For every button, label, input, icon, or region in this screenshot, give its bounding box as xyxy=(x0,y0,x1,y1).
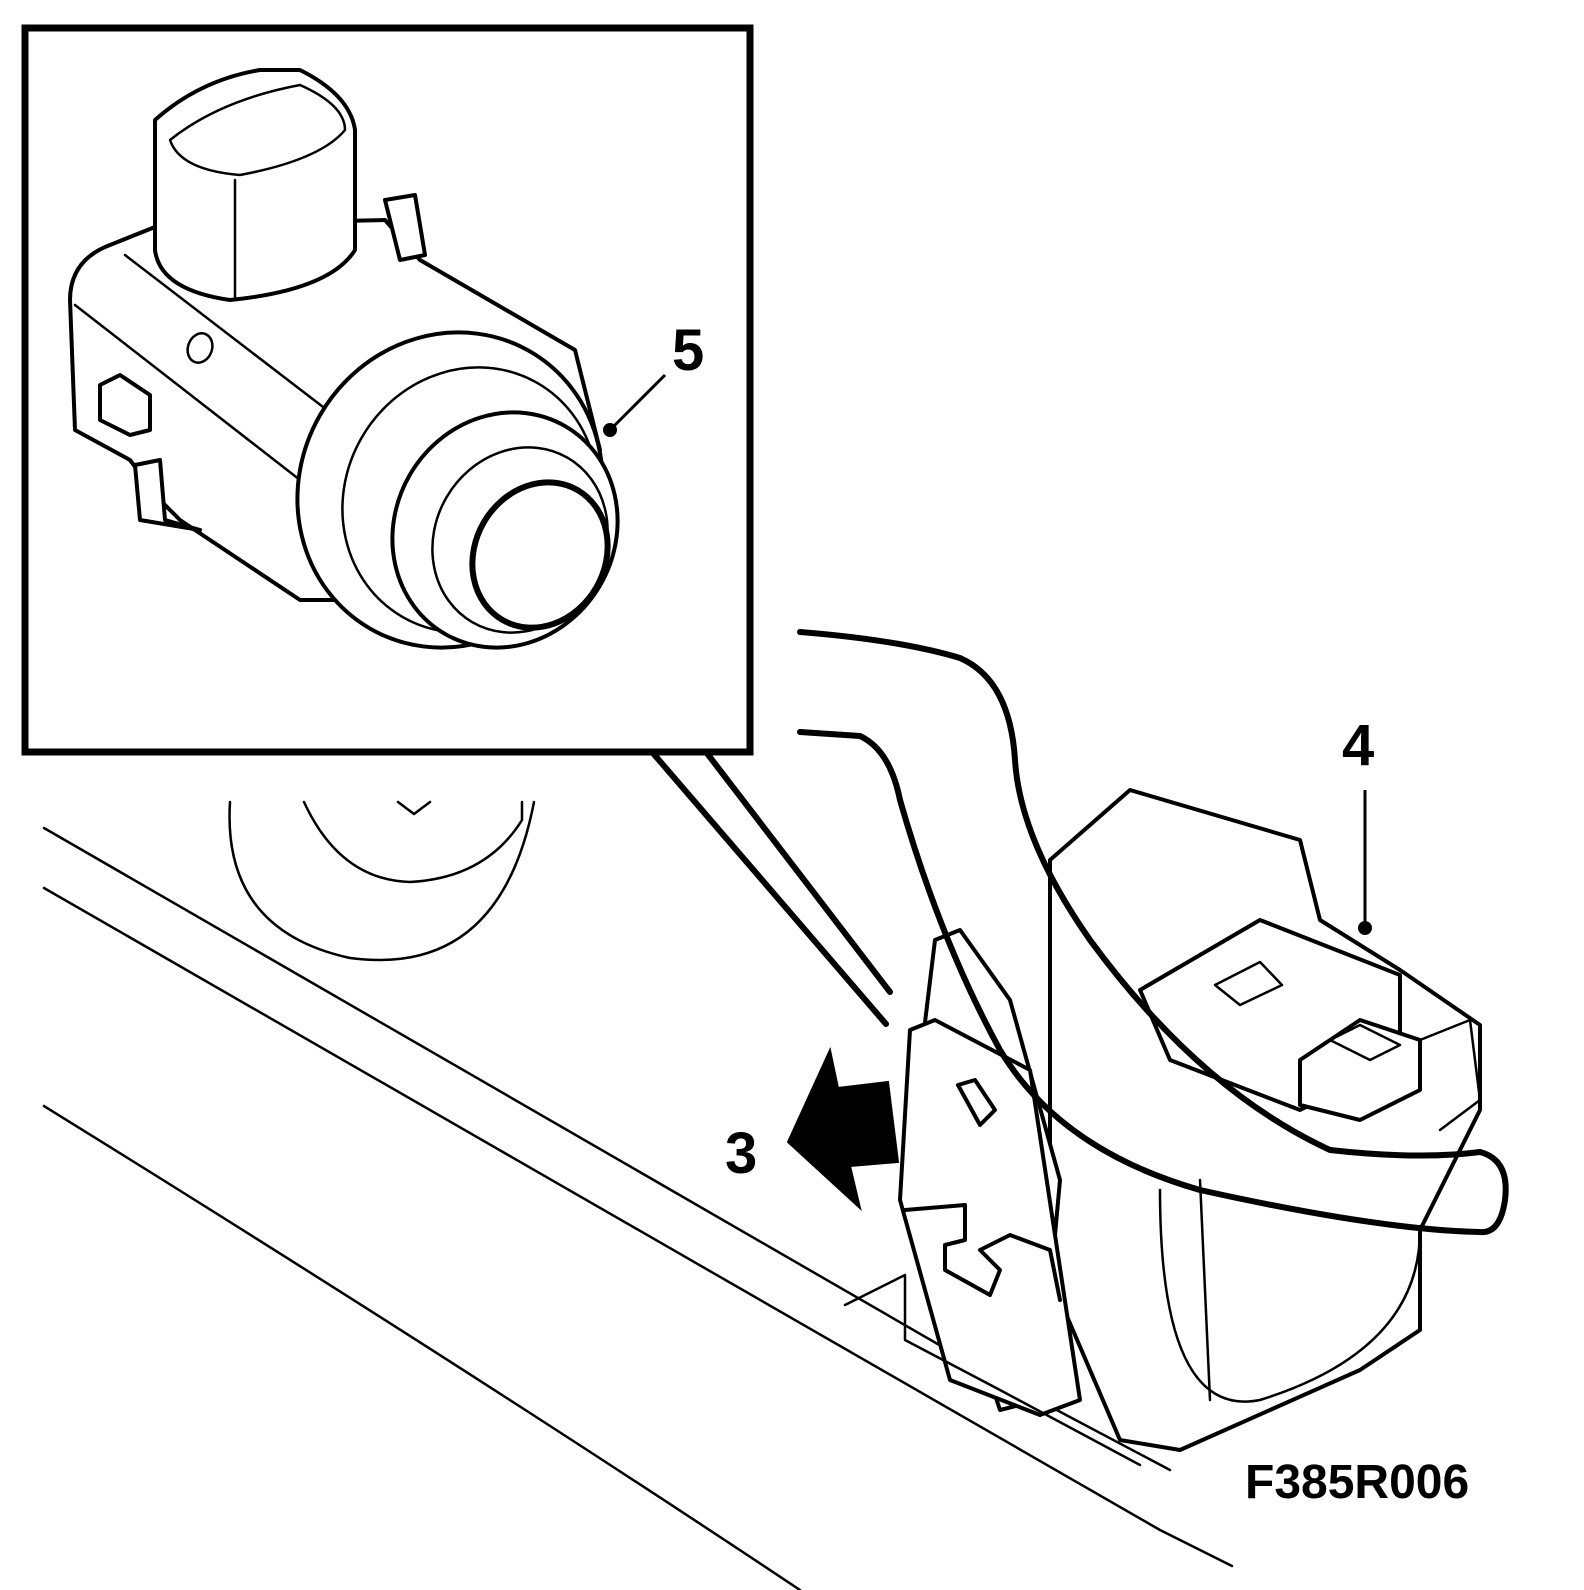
sensor-housing-edge xyxy=(73,303,302,482)
inset-lead-line-right xyxy=(703,749,893,995)
direction-arrow-icon xyxy=(786,1046,900,1211)
callout-5-leader xyxy=(608,373,667,432)
mounting-hole-outer xyxy=(228,800,536,962)
connector-pins xyxy=(1418,1018,1482,1132)
callout-4-label: 4 xyxy=(1342,713,1374,778)
installed-sensor-ring xyxy=(1158,1188,1422,1403)
callout-5-dot xyxy=(603,423,617,437)
callout-4-dot xyxy=(1358,921,1372,935)
sensor-connector-shroud xyxy=(153,68,357,302)
bumper-edge-line-2 xyxy=(42,886,1234,1568)
bumper-lower-curve xyxy=(42,1104,802,1590)
wiring-cable-end xyxy=(1477,1149,1509,1236)
bracket-base xyxy=(843,1273,1142,1467)
mounting-hole-notch xyxy=(396,800,432,816)
sensor-top-clip xyxy=(383,193,427,262)
bracket-window xyxy=(956,1078,997,1127)
callout-3-label: 3 xyxy=(725,1121,757,1186)
sensor-side-clip xyxy=(98,373,152,437)
connector-clip xyxy=(1328,1023,1402,1062)
wiring-cable-lower xyxy=(797,729,1483,1235)
inset-lead-line-left xyxy=(649,749,889,1027)
bracket-clip xyxy=(898,1018,1082,1417)
sensor-connector-top xyxy=(168,83,347,177)
connector-latch xyxy=(1213,960,1284,1007)
figure-code: F385R006 xyxy=(1245,1456,1469,1509)
sensor-membrane xyxy=(469,479,611,631)
bumper-scene xyxy=(42,629,1509,1590)
callout-5-label: 5 xyxy=(672,318,704,383)
wiring-cable-upper xyxy=(797,629,1483,1159)
detail-inset: 5 xyxy=(21,24,893,1027)
installed-sensor-ring-2 xyxy=(1198,1178,1212,1402)
connector-plug xyxy=(1298,1018,1422,1122)
sensor-lower-tab xyxy=(133,458,202,532)
sensor-vent-hole xyxy=(186,332,214,364)
mounting-hole-inner xyxy=(302,800,524,884)
installed-sensor-housing xyxy=(1048,788,1482,1452)
bracket-tab xyxy=(903,1203,1062,1302)
sensor-housing-edge-2 xyxy=(123,253,342,422)
parking-sensor-icon xyxy=(68,68,620,650)
